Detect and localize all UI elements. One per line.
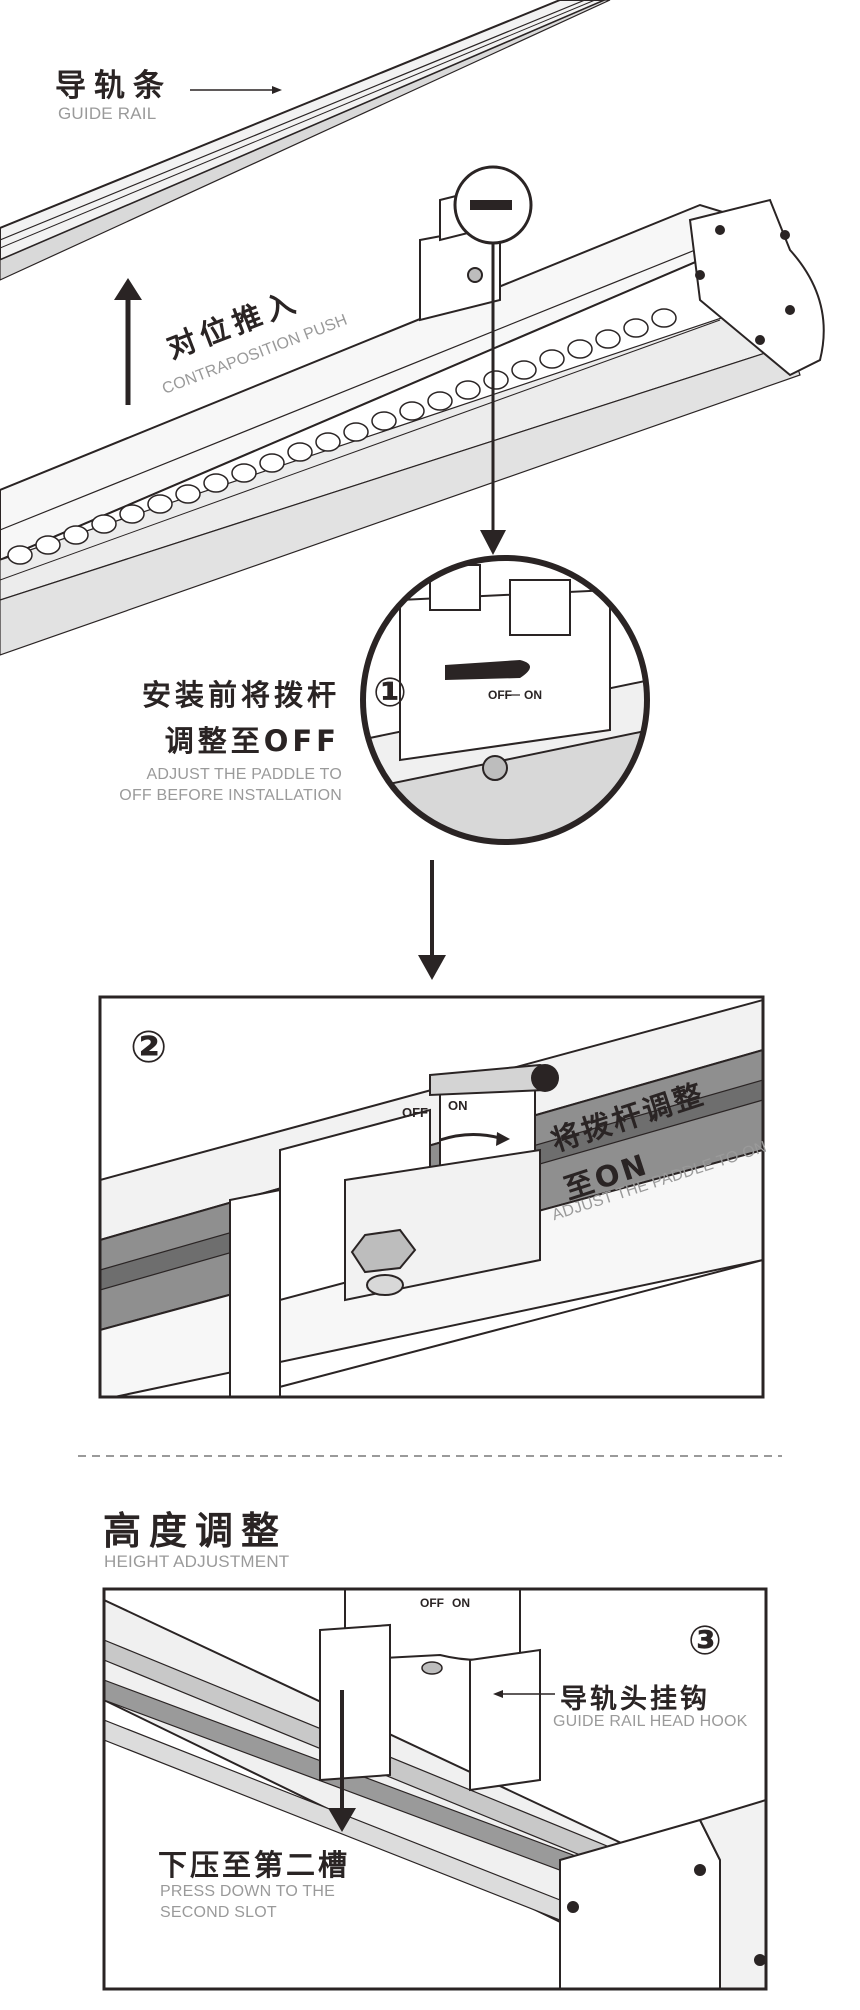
step1-switch-off: OFF: [488, 688, 512, 702]
press-down-arrowhead: [328, 1808, 356, 1832]
step2-illustration: [100, 997, 763, 1397]
step2-frame: [98, 995, 765, 1399]
press-title: 下压至第二槽: [158, 1848, 351, 1882]
guide-rail-drawing: [0, 0, 611, 281]
light-fixture-body: [0, 203, 801, 656]
step1-subtitle-line2: OFF BEFORE INSTALLATION: [119, 787, 342, 804]
step1-title-line1: 安装前将拨杆: [141, 678, 340, 712]
step3-frame: [102, 1587, 768, 1991]
guide-rail-subtitle: GUIDE RAIL: [58, 104, 157, 123]
zoom-circle-content: [363, 558, 647, 842]
step3-switch-on: ON: [452, 1596, 470, 1610]
step1-number: ①: [373, 670, 407, 716]
section3-title: 高度调整: [103, 1509, 288, 1553]
hook-subtitle: GUIDE RAIL HEAD HOOK: [553, 1713, 748, 1730]
zoom-circle-border: [360, 555, 650, 845]
step1-switch-on: ON: [524, 688, 542, 702]
detail-paddle: [470, 200, 512, 210]
step2-switch-off: OFF: [402, 1105, 428, 1120]
step3-number: ③: [688, 1618, 722, 1664]
press-subtitle-line1: PRESS DOWN TO THE: [160, 1883, 335, 1900]
hook-pointer-head: [493, 1690, 503, 1698]
guide-rail-title: 导轨条: [55, 68, 172, 104]
step3-illustration: [104, 1589, 766, 1989]
step3-switch-off: OFF: [420, 1596, 444, 1610]
push-up-arrowhead: [114, 278, 142, 300]
hook-title: 导轨头挂钩: [560, 1684, 710, 1715]
reflector-cups: [7, 308, 677, 565]
step1-subtitle-line1: ADJUST THE PADDLE TO: [146, 766, 342, 783]
connector-arrowhead-1: [480, 530, 506, 555]
step-down-arrowhead: [418, 955, 446, 980]
guide-rail-pointer-head: [272, 86, 282, 94]
step2-switch-on: ON: [448, 1098, 468, 1113]
press-subtitle-line2: SECOND SLOT: [160, 1904, 277, 1921]
fixture-end-cap: [688, 198, 825, 377]
step2-number: ②: [130, 1022, 168, 1073]
step1-title-line2: 调整至OFF: [164, 724, 340, 758]
section3-subtitle: HEIGHT ADJUSTMENT: [104, 1552, 290, 1571]
